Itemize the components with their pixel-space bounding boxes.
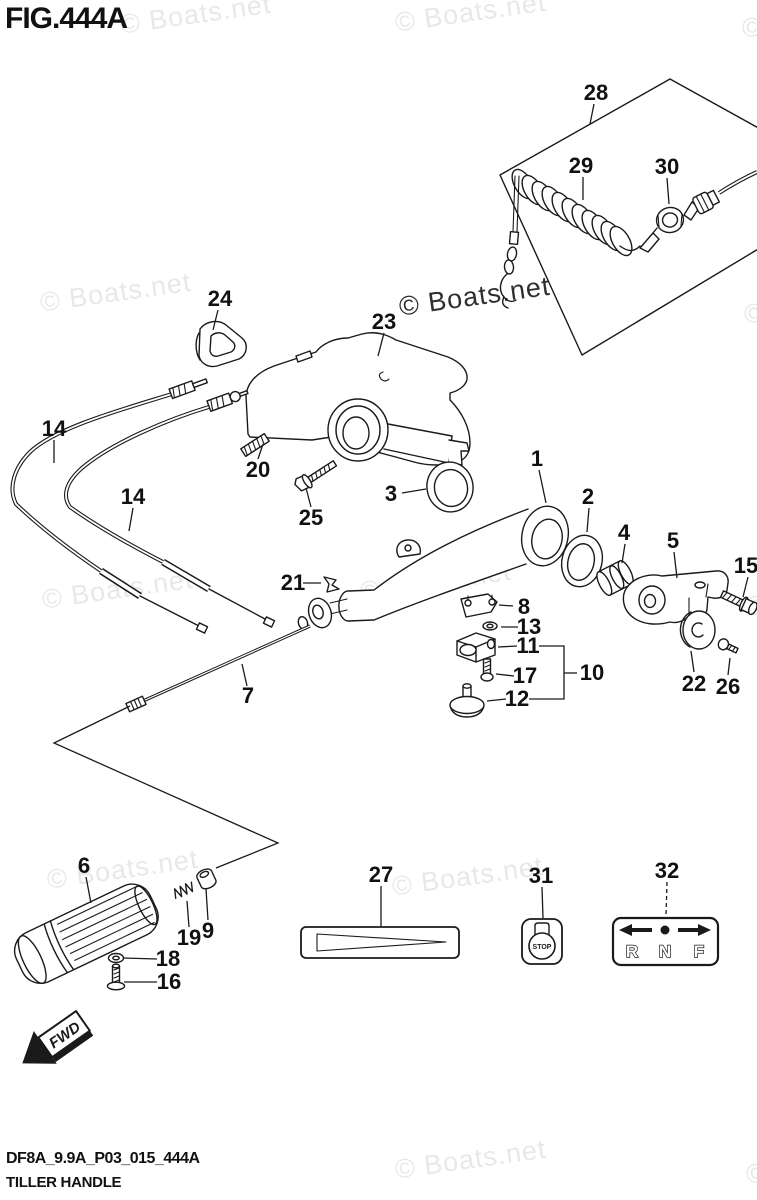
- washer-13: [482, 621, 498, 631]
- part-label-24[interactable]: 24: [207, 286, 233, 311]
- part-label-18[interactable]: 18: [155, 946, 181, 971]
- part-label-22[interactable]: 22: [681, 671, 707, 696]
- part-label-10[interactable]: 10: [579, 660, 605, 685]
- part-label-7[interactable]: 7: [241, 683, 255, 708]
- part-label-27[interactable]: 27: [368, 862, 394, 887]
- shift-letter-n: N: [659, 942, 671, 961]
- shift-pattern-decal-32: R N F: [611, 916, 720, 967]
- swivel-housing-23: [245, 332, 471, 466]
- part-label-14b[interactable]: 14: [120, 484, 146, 509]
- bolt-25: [294, 460, 338, 492]
- part-label-2[interactable]: 2: [581, 484, 595, 509]
- part-label-30[interactable]: 30: [654, 154, 680, 179]
- seal-ring-3: [426, 461, 474, 513]
- alignment-line: [52, 705, 280, 869]
- fwd-arrow: FWD: [22, 1010, 94, 1064]
- steering-arm-5: [622, 570, 729, 625]
- bracket-11: [456, 632, 496, 663]
- figure-code: DF8A_9.9A_P03_015_444A: [6, 1150, 200, 1167]
- lanyard-lock-nut: [655, 206, 685, 234]
- right-arrow-icon: [698, 924, 711, 936]
- screw-16: [106, 963, 126, 991]
- neutral-dot-icon: [660, 925, 670, 935]
- grip-6: [13, 883, 159, 985]
- friction-disc-22: [679, 610, 716, 650]
- spring-19: [173, 881, 194, 899]
- bolt-15: [719, 590, 757, 616]
- part-label-29[interactable]: 29: [568, 153, 594, 178]
- part-label-13[interactable]: 13: [516, 614, 542, 639]
- group-bracket-10: [529, 645, 577, 700]
- rubber-mount-12: [449, 683, 485, 718]
- plate-8: [460, 593, 498, 618]
- part-label-5[interactable]: 5: [666, 528, 680, 553]
- grommet-24: [195, 320, 247, 368]
- part-label-1[interactable]: 1: [530, 446, 544, 471]
- lanyard-connector: [683, 170, 757, 221]
- part-label-6[interactable]: 6: [77, 853, 91, 878]
- part-label-25[interactable]: 25: [298, 505, 324, 530]
- cable-end-fitting: [168, 378, 208, 400]
- washer-18: [107, 952, 125, 964]
- part-label-9[interactable]: 9: [201, 918, 215, 943]
- seal-ring-2: [560, 534, 604, 588]
- part-label-3[interactable]: 3: [384, 481, 398, 506]
- part-label-14a[interactable]: 14: [41, 416, 67, 441]
- part-label-19[interactable]: 19: [176, 925, 202, 950]
- figure-title: FIG.444A: [5, 2, 128, 35]
- throttle-cable-outer: [10, 378, 209, 634]
- part-label-28[interactable]: 28: [583, 80, 609, 105]
- part-label-17[interactable]: 17: [512, 663, 538, 688]
- cable-end-fitting: [206, 389, 249, 412]
- screw-17: [480, 658, 494, 682]
- part-label-31[interactable]: 31: [528, 863, 554, 888]
- throttle-indicator-plate-27: [300, 926, 460, 959]
- stop-switch-decal-31: STOP: [521, 918, 563, 965]
- leader-lines: [53, 103, 749, 983]
- part-label-16[interactable]: 16: [156, 969, 182, 994]
- part-label-11[interactable]: 11: [516, 633, 540, 658]
- throttle-wedge-icon: [316, 933, 447, 952]
- lanyard-coil: [499, 168, 660, 309]
- left-arrow-icon: [619, 924, 632, 936]
- clip-21: [323, 576, 340, 593]
- part-label-23[interactable]: 23: [371, 309, 397, 334]
- screw-26: [717, 638, 739, 654]
- shift-letter-r: R: [626, 942, 638, 961]
- part-label-32[interactable]: 32: [654, 858, 680, 883]
- stop-label: STOP: [533, 944, 552, 951]
- throttle-cable-inner: [64, 389, 276, 628]
- shift-letter-f: F: [694, 942, 704, 961]
- lanyard-kit-box: [499, 78, 757, 356]
- figure-name: TILLER HANDLE: [6, 1174, 122, 1191]
- part-label-4[interactable]: 4: [617, 520, 631, 545]
- spring-pin-20: [240, 432, 270, 458]
- fwd-arrowhead-icon: [22, 1030, 57, 1064]
- tiller-handle-body: [297, 505, 570, 631]
- part-label-8[interactable]: 8: [517, 594, 531, 619]
- part-label-20[interactable]: 20: [245, 457, 271, 482]
- throttle-rod-7: [125, 624, 311, 713]
- part-label-15[interactable]: 15: [733, 553, 757, 578]
- part-label-21[interactable]: 21: [280, 570, 306, 595]
- part-label-12[interactable]: 12: [504, 686, 530, 711]
- part-label-26[interactable]: 26: [715, 674, 741, 699]
- cap-9: [196, 868, 217, 890]
